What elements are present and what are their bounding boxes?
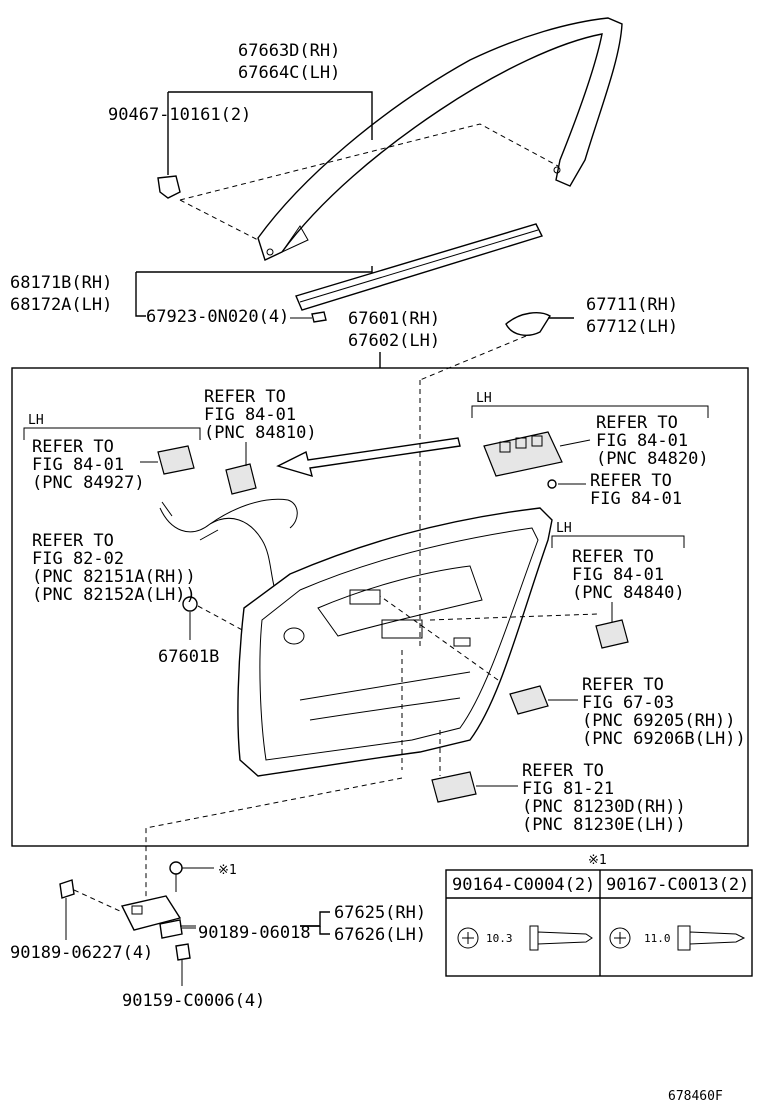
ref-84927-l1: REFER TO xyxy=(32,437,114,457)
hinge-screw-top xyxy=(169,861,214,892)
legend-col2-header: 90167-C0013(2) xyxy=(606,875,749,895)
label-frame-lh: 67664C(LH) xyxy=(238,63,340,83)
label-hinge-rh: 67625(RH) xyxy=(334,903,426,923)
ref-8202-l3: (PNC 82151A(RH)) xyxy=(32,567,196,587)
weatherstrip-leader xyxy=(135,266,373,323)
ref-6703-l2: FIG 67-03 xyxy=(582,693,674,713)
screw-icon-2 xyxy=(609,925,746,951)
switch-84810 xyxy=(225,442,257,495)
ref-84840-l2: FIG 84-01 xyxy=(572,565,664,585)
ref-8401b-l2: FIG 84-01 xyxy=(590,489,682,509)
ref-8202-l4: (PNC 82152A(LH)) xyxy=(32,585,196,605)
hinge-dash xyxy=(145,777,403,910)
lh-tag-84820: LH xyxy=(476,391,492,406)
hinge-leader-b xyxy=(319,926,330,935)
panel-dash-4 xyxy=(429,613,599,621)
ref-84820-l1: REFER TO xyxy=(596,413,678,433)
label-screw-a: 90189-06018 xyxy=(198,923,311,943)
ref-6703-l1: REFER TO xyxy=(582,675,664,695)
label-cover-lh: 67712(LH) xyxy=(586,317,678,337)
hinge-bolt-bottom xyxy=(175,943,191,986)
ref-8121-l1: REFER TO xyxy=(522,761,604,781)
clip-67601b xyxy=(182,596,247,640)
hinge-assembly xyxy=(120,895,196,939)
ref-8121-l3: (PNC 81230D(RH)) xyxy=(522,797,686,817)
label-screw-b: 90189-06227(4) xyxy=(10,943,153,963)
label-hinge-lh: 67626(LH) xyxy=(334,925,426,945)
ref-84927-l2: FIG 84-01 xyxy=(32,455,124,475)
label-screw-c: 90159-C0006(4) xyxy=(122,991,265,1011)
ref-84810-l2: FIG 84-01 xyxy=(204,405,296,425)
ref-84840-l3: (PNC 84840) xyxy=(572,583,685,603)
lh-tag-84927: LH xyxy=(28,413,44,428)
legend-col1-dim: 10.3 xyxy=(486,932,513,945)
ref-84810-l3: (PNC 84810) xyxy=(204,423,317,443)
ref-6703-l3: (PNC 69205(RH)) xyxy=(582,711,736,731)
direction-arrow xyxy=(276,437,461,478)
label-panel-lh: 67602(LH) xyxy=(348,331,440,351)
lh-bracket-84927 xyxy=(23,427,201,440)
label-weatherstrip-rh: 68171B(RH) xyxy=(10,273,112,293)
legend-col2-dim: 11.0 xyxy=(644,932,671,945)
wire-harness xyxy=(159,498,298,601)
courtesy-lamp xyxy=(431,730,518,803)
label-clip-panel: 67601B xyxy=(158,647,219,667)
switch-84927 xyxy=(140,445,195,475)
ref-8121-l2: FIG 81-21 xyxy=(522,779,614,799)
label-frame-rh: 67663D(RH) xyxy=(238,41,340,61)
ref-8202-l1: REFER TO xyxy=(32,531,114,551)
note-mark-hinge: ※1 xyxy=(218,863,237,878)
lh-bracket-84840 xyxy=(551,535,685,548)
ref-84840-l1: REFER TO xyxy=(572,547,654,567)
inner-handle xyxy=(509,685,578,715)
label-clip-frame: 90467-10161(2) xyxy=(108,105,251,125)
lh-tag-84840: LH xyxy=(556,521,572,536)
ref-84820-l3: (PNC 84820) xyxy=(596,449,709,469)
ref-84810-l1: REFER TO xyxy=(204,387,286,407)
label-cover-rh: 67711(RH) xyxy=(586,295,678,315)
ref-84927-l3: (PNC 84927) xyxy=(32,473,145,493)
frame-leader xyxy=(167,91,559,241)
label-weatherstrip-lh: 68172A(LH) xyxy=(10,295,112,315)
image-code: 678460F xyxy=(668,1089,723,1104)
switch-84840 xyxy=(595,602,629,649)
label-ws-clip: 67923-0N020(4) xyxy=(146,307,289,327)
ref-8121-l4: (PNC 81230E(LH)) xyxy=(522,815,686,835)
panel-dash-3 xyxy=(379,595,499,681)
legend-mark: ※1 xyxy=(588,853,607,868)
screw-legend-table xyxy=(445,869,753,977)
ref-8202-l2: FIG 82-02 xyxy=(32,549,124,569)
door-trim-panel xyxy=(237,507,553,777)
legend-col1-header: 90164-C0004(2) xyxy=(452,875,595,895)
screw-icon-1 xyxy=(457,925,593,951)
master-switch-84820 xyxy=(483,431,591,477)
small-screw xyxy=(547,479,586,489)
door-frame-moulding xyxy=(257,17,623,261)
label-panel-rh: 67601(RH) xyxy=(348,309,440,329)
lh-bracket-84820 xyxy=(471,405,709,418)
belt-weatherstrip xyxy=(295,223,543,311)
ref-84820-l2: FIG 84-01 xyxy=(596,431,688,451)
hinge-bolt-left xyxy=(59,879,123,940)
door-trim-assembly-box xyxy=(11,367,749,847)
frame-clip-icon xyxy=(157,175,181,199)
mirror-cover xyxy=(419,312,574,381)
ref-8401b-l1: REFER TO xyxy=(590,471,672,491)
ref-6703-l4: (PNC 69206B(LH)) xyxy=(582,729,746,749)
